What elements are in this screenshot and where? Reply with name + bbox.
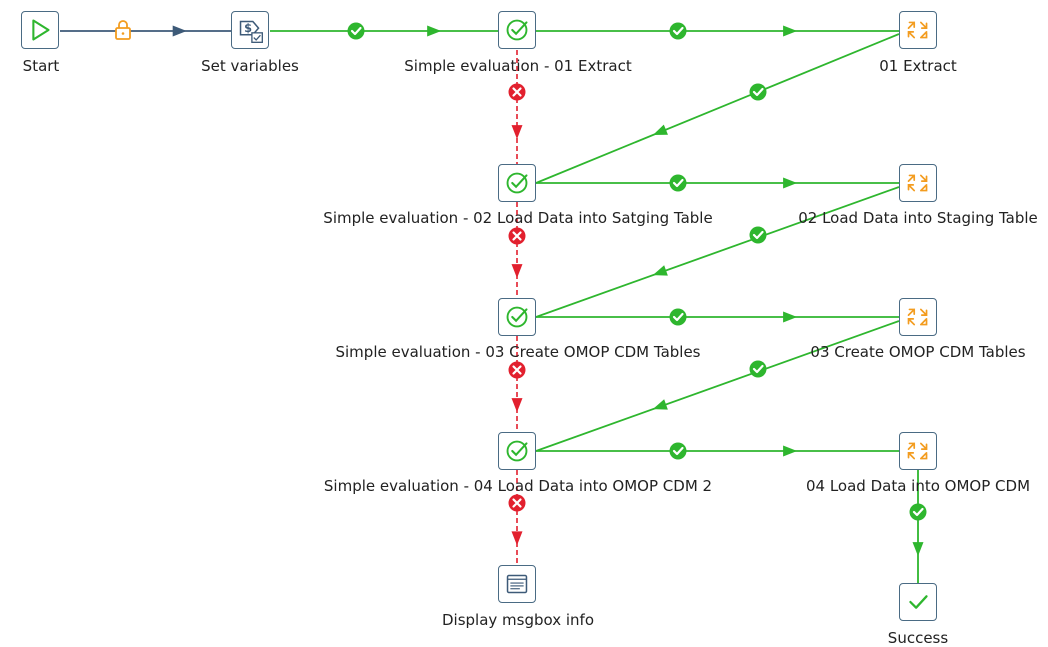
node-display-msgbox[interactable] — [498, 565, 536, 603]
node-label-eval-01: Simple evaluation - 01 Extract — [404, 57, 632, 75]
hop-line — [535, 33, 900, 184]
transformation-arrows-icon — [907, 21, 928, 39]
hop-set-variables-to-eval-01[interactable] — [270, 22, 498, 40]
success-badge-icon — [347, 22, 365, 40]
success-badge-icon — [909, 503, 927, 521]
hop-load-02-to-eval-03[interactable] — [535, 186, 900, 318]
node-label-create-03: 03 Create OMOP CDM Tables — [810, 343, 1026, 361]
hop-start-to-set-variables[interactable] — [60, 20, 231, 40]
node-label-display-msgbox: Display msgbox info — [441, 611, 595, 629]
hop-arrowhead — [511, 125, 523, 140]
node-eval-03[interactable] — [498, 298, 536, 336]
hop-arrowhead — [652, 399, 668, 410]
hop-arrowhead — [783, 25, 798, 37]
evaluation-check-icon — [506, 440, 528, 462]
success-badge-icon — [749, 83, 767, 101]
node-load-02[interactable] — [899, 164, 937, 202]
node-eval-02[interactable] — [498, 164, 536, 202]
hop-arrowhead — [511, 398, 523, 413]
hop-eval-02-to-load-02[interactable] — [536, 174, 899, 192]
transformation-arrows-icon — [907, 174, 928, 192]
hop-arrowhead — [511, 264, 523, 279]
play-icon — [32, 19, 50, 41]
node-label-load-02: 02 Load Data into Staging Table — [798, 209, 1038, 227]
transformation-arrows-icon — [907, 308, 928, 326]
success-badge-icon — [669, 308, 687, 326]
hop-eval-04-to-load-04[interactable] — [536, 442, 899, 460]
svg-text:$: $ — [244, 21, 252, 35]
success-badge-icon — [669, 442, 687, 460]
hop-eval-01-to-extract-01[interactable] — [536, 22, 899, 40]
node-label-eval-02: Simple evaluation - 02 Load Data into Sa… — [323, 209, 713, 227]
node-start[interactable] — [21, 11, 59, 49]
hop-arrowhead — [783, 177, 798, 189]
hop-eval-02-to-eval-03[interactable] — [508, 202, 526, 298]
hop-arrowhead — [652, 265, 668, 276]
node-label-extract-01: 01 Extract — [879, 57, 957, 75]
node-label-eval-04: Simple evaluation - 04 Load Data into OM… — [323, 477, 713, 495]
failure-badge-icon — [508, 227, 526, 245]
hop-create-03-to-eval-04[interactable] — [535, 320, 900, 452]
hop-arrowhead — [783, 311, 798, 323]
hop-arrowhead — [912, 542, 924, 557]
success-badge-icon — [669, 22, 687, 40]
hop-arrowhead — [427, 25, 442, 37]
node-label-set-variables: Set variables — [201, 57, 299, 75]
hop-load-04-to-success[interactable] — [909, 470, 927, 583]
hop-eval-03-to-eval-04[interactable] — [508, 336, 526, 432]
success-check-icon — [909, 595, 928, 609]
failure-badge-icon — [508, 494, 526, 512]
node-create-03[interactable] — [899, 298, 937, 336]
node-label-eval-03: Simple evaluation - 03 Create OMOP CDM T… — [335, 343, 701, 361]
evaluation-check-icon — [506, 306, 528, 328]
node-success[interactable] — [899, 583, 937, 621]
set-variables-icon: $ — [239, 20, 263, 43]
hop-eval-01-to-eval-02[interactable] — [508, 50, 526, 164]
hop-line — [535, 186, 900, 318]
node-label-start: Start — [22, 57, 60, 75]
hop-arrowhead — [172, 25, 187, 37]
evaluation-check-icon — [506, 172, 528, 194]
success-badge-icon — [749, 360, 767, 378]
hop-arrowhead — [783, 445, 798, 457]
hop-arrowhead — [511, 531, 523, 546]
hop-eval-04-to-msgbox[interactable] — [508, 470, 526, 565]
evaluation-check-icon — [506, 19, 528, 41]
hop-extract-01-to-eval-02[interactable] — [535, 33, 900, 184]
message-box-icon — [506, 574, 528, 594]
failure-badge-icon — [508, 83, 526, 101]
node-eval-04[interactable] — [498, 432, 536, 470]
success-badge-icon — [749, 226, 767, 244]
hop-line — [535, 320, 900, 452]
node-load-04[interactable] — [899, 432, 937, 470]
lock-icon — [115, 20, 131, 40]
node-extract-01[interactable] — [899, 11, 937, 49]
hop-arrowhead — [652, 124, 668, 135]
node-eval-01[interactable] — [498, 11, 536, 49]
failure-badge-icon — [508, 361, 526, 379]
success-badge-icon — [669, 174, 687, 192]
hop-eval-03-to-create-03[interactable] — [536, 308, 899, 326]
node-label-success: Success — [887, 629, 949, 647]
transformation-arrows-icon — [907, 442, 928, 460]
node-label-load-04: 04 Load Data into OMOP CDM — [805, 477, 1031, 495]
node-set-variables[interactable]: $ — [231, 11, 269, 49]
